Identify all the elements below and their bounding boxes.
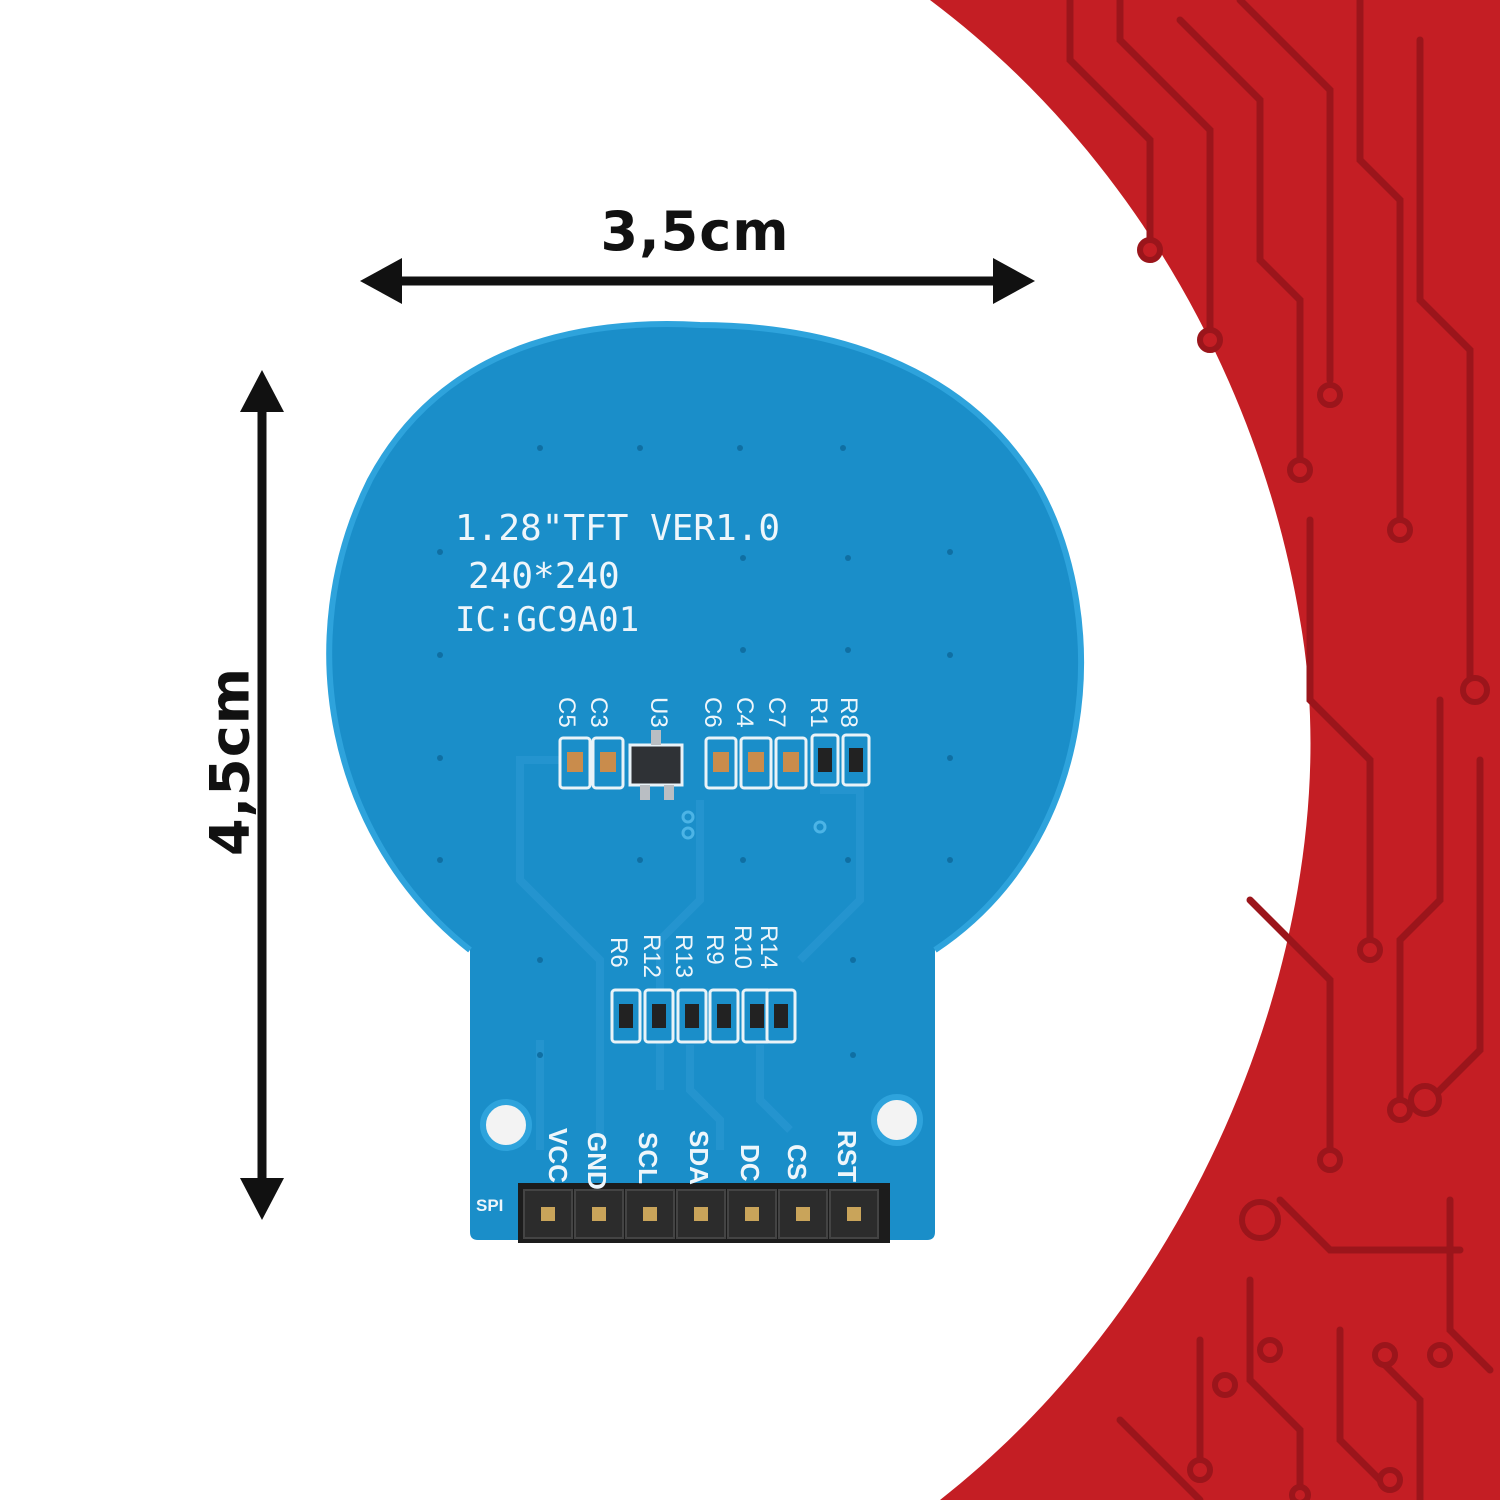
silkscreen-ic: IC:GC9A01 bbox=[455, 600, 640, 640]
component-label-r10: R10 bbox=[729, 925, 756, 970]
top-component-row bbox=[558, 730, 871, 800]
component-label-u3: U3 bbox=[645, 697, 672, 728]
silkscreen-title: 1.28"TFT VER1.0 bbox=[455, 508, 781, 549]
connector-label: SPI bbox=[476, 1196, 504, 1215]
width-dimension-label: 3,5cm bbox=[600, 200, 790, 263]
pin-label-dc: DC bbox=[735, 1144, 765, 1182]
mounting-holes bbox=[480, 1094, 923, 1151]
width-arrow bbox=[360, 258, 1035, 304]
component-label-r12: R12 bbox=[638, 934, 665, 979]
silkscreen-resolution: 240*240 bbox=[468, 556, 620, 597]
component-label-c4: C4 bbox=[731, 697, 758, 728]
component-label-c7: C7 bbox=[763, 697, 790, 728]
component-label-c6: C6 bbox=[699, 697, 726, 728]
bottom-resistor-row bbox=[610, 988, 797, 1044]
component-label-r13: R13 bbox=[670, 934, 697, 979]
height-arrow bbox=[240, 370, 284, 1220]
pin-label-vcc: VCC bbox=[543, 1128, 573, 1183]
component-label-c5: C5 bbox=[553, 697, 580, 728]
pin-label-sda: SDA bbox=[684, 1130, 714, 1185]
red-circuit-background bbox=[930, 0, 1500, 1500]
height-dimension-label: 4,5cm bbox=[198, 667, 262, 856]
pin-label-rst: RST bbox=[832, 1130, 862, 1182]
pin-header bbox=[518, 1183, 890, 1243]
component-label-r1: R1 bbox=[805, 697, 832, 728]
component-label-r14: R14 bbox=[755, 925, 782, 970]
pin-label-gnd: GND bbox=[582, 1132, 612, 1190]
component-label-r9: R9 bbox=[701, 934, 728, 965]
component-label-c3: C3 bbox=[585, 697, 612, 728]
pin-label-scl: SCL bbox=[633, 1132, 663, 1184]
component-label-r8: R8 bbox=[835, 697, 862, 728]
component-label-r6: R6 bbox=[605, 937, 632, 968]
pin-label-cs: CS bbox=[782, 1144, 812, 1181]
tft-display-pcb bbox=[326, 321, 1085, 1243]
